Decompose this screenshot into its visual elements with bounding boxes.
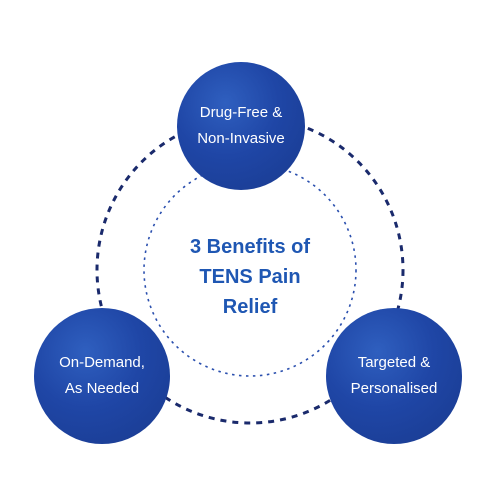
benefit-label-line-2: As Needed bbox=[64, 380, 140, 397]
benefit-circle-on-demand: On-Demand, As Needed bbox=[34, 308, 170, 444]
benefit-label-line-1: Drug-Free & bbox=[199, 104, 283, 121]
benefit-label-line-1: Targeted & bbox=[357, 354, 431, 371]
benefit-label-line-2: Personalised bbox=[350, 380, 438, 397]
benefit-label-line-1: On-Demand, bbox=[59, 354, 145, 371]
benefit-label-line-2: Non-Invasive bbox=[197, 130, 285, 147]
title-line-1: 3 Benefits of bbox=[189, 236, 311, 258]
title-line-3: Relief bbox=[222, 296, 278, 318]
title-line-2: TENS Pain bbox=[199, 266, 301, 288]
benefit-circle-drug-free: Drug-Free & Non-Invasive bbox=[177, 62, 305, 190]
diagram-title: 3 Benefits of TENS Pain Relief bbox=[150, 232, 350, 322]
benefit-circle-targeted: Targeted & Personalised bbox=[326, 308, 462, 444]
